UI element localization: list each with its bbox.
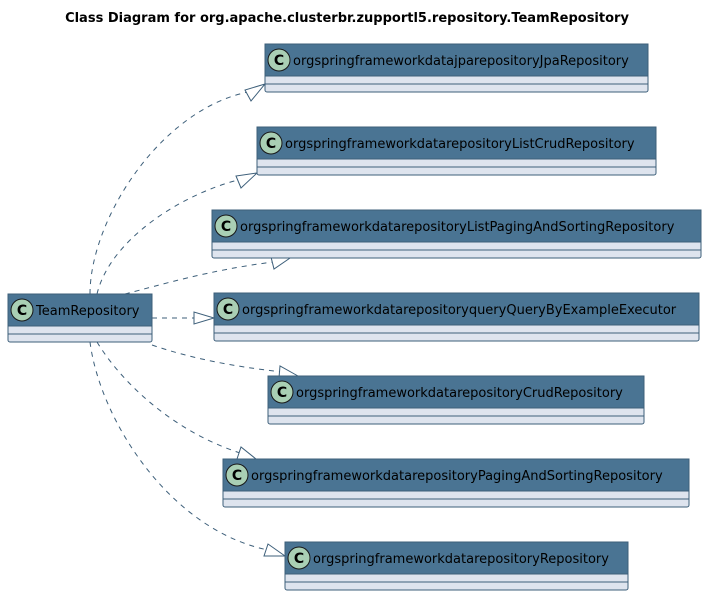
realization-edge	[124, 255, 295, 295]
class-stereotype-icon	[259, 131, 283, 155]
edge-arrowhead	[235, 172, 259, 189]
class-header	[256, 126, 657, 160]
class-stereotype-icon	[10, 298, 34, 322]
class-stereotype-icon	[214, 214, 238, 238]
class-name: orgspringframeworkdatarepositoryListPagi…	[240, 220, 675, 235]
class-header	[222, 458, 690, 492]
realization-edge	[96, 341, 258, 460]
class-stereotype-icon	[267, 48, 291, 72]
realization-edge	[96, 172, 259, 295]
class-header	[267, 375, 645, 409]
edge-line	[89, 91, 249, 295]
class-name: orgspringframeworkdatarepositoryListCrud…	[285, 137, 635, 152]
edge-line	[124, 261, 274, 295]
class-name: orgspringframeworkdatarepositoryqueryQue…	[242, 303, 677, 318]
class-stereotype-letter: C	[221, 219, 231, 235]
realization-edge	[89, 83, 267, 295]
class-stereotype-letter: C	[223, 302, 233, 318]
class-stereotype-icon	[225, 463, 249, 487]
diagram-title: Class Diagram for org.apache.clusterbr.z…	[65, 11, 629, 26]
class-name: TeamRepository	[35, 304, 140, 319]
edge-layer	[89, 83, 300, 557]
class-node-team-repository[interactable]: C TeamRepository	[7, 293, 153, 343]
edge-line	[89, 341, 269, 551]
edge-arrowhead	[244, 83, 267, 102]
class-stereotype-icon	[270, 380, 294, 404]
class-stereotype-letter: C	[266, 136, 276, 152]
class-name: orgspringframeworkdatarepositoryReposito…	[313, 552, 609, 567]
class-stereotype-letter: C	[17, 303, 27, 319]
realization-edge	[152, 311, 216, 325]
realization-edge	[151, 344, 300, 379]
edge-arrowhead	[193, 311, 216, 325]
class-name: orgspringframeworkdatarepositoryPagingAn…	[251, 469, 663, 484]
class-header	[211, 209, 702, 243]
class-stereotype-letter: C	[232, 468, 242, 484]
class-stereotype-icon	[287, 546, 311, 570]
class-stereotype-letter: C	[277, 385, 287, 401]
class-header	[213, 292, 700, 326]
realization-edge	[89, 341, 287, 557]
class-stereotype-icon	[216, 297, 240, 321]
edge-arrowhead	[236, 446, 258, 460]
class-header	[264, 43, 649, 77]
class-name: orgspringframeworkdatajparepositoryJpaRe…	[293, 54, 629, 69]
class-stereotype-letter: C	[274, 53, 284, 69]
class-name: orgspringframeworkdatarepositoryCrudRepo…	[296, 386, 623, 401]
edge-line	[151, 344, 283, 373]
class-header	[284, 541, 629, 575]
edge-line	[96, 341, 241, 454]
edge-line	[96, 179, 239, 295]
edge-arrowhead	[263, 543, 287, 557]
class-stereotype-letter: C	[294, 551, 304, 567]
